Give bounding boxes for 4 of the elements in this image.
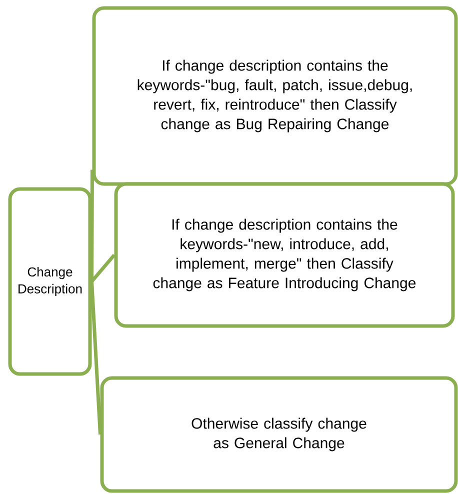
connector-line	[90, 170, 94, 282]
connector-line	[90, 281, 102, 435]
term-box: Change Description	[8, 187, 92, 376]
rule-box: If change description contains the keywords-"new, introduce, add, implement, merge" then Classify change as Feature Introducing Change	[114, 182, 455, 328]
